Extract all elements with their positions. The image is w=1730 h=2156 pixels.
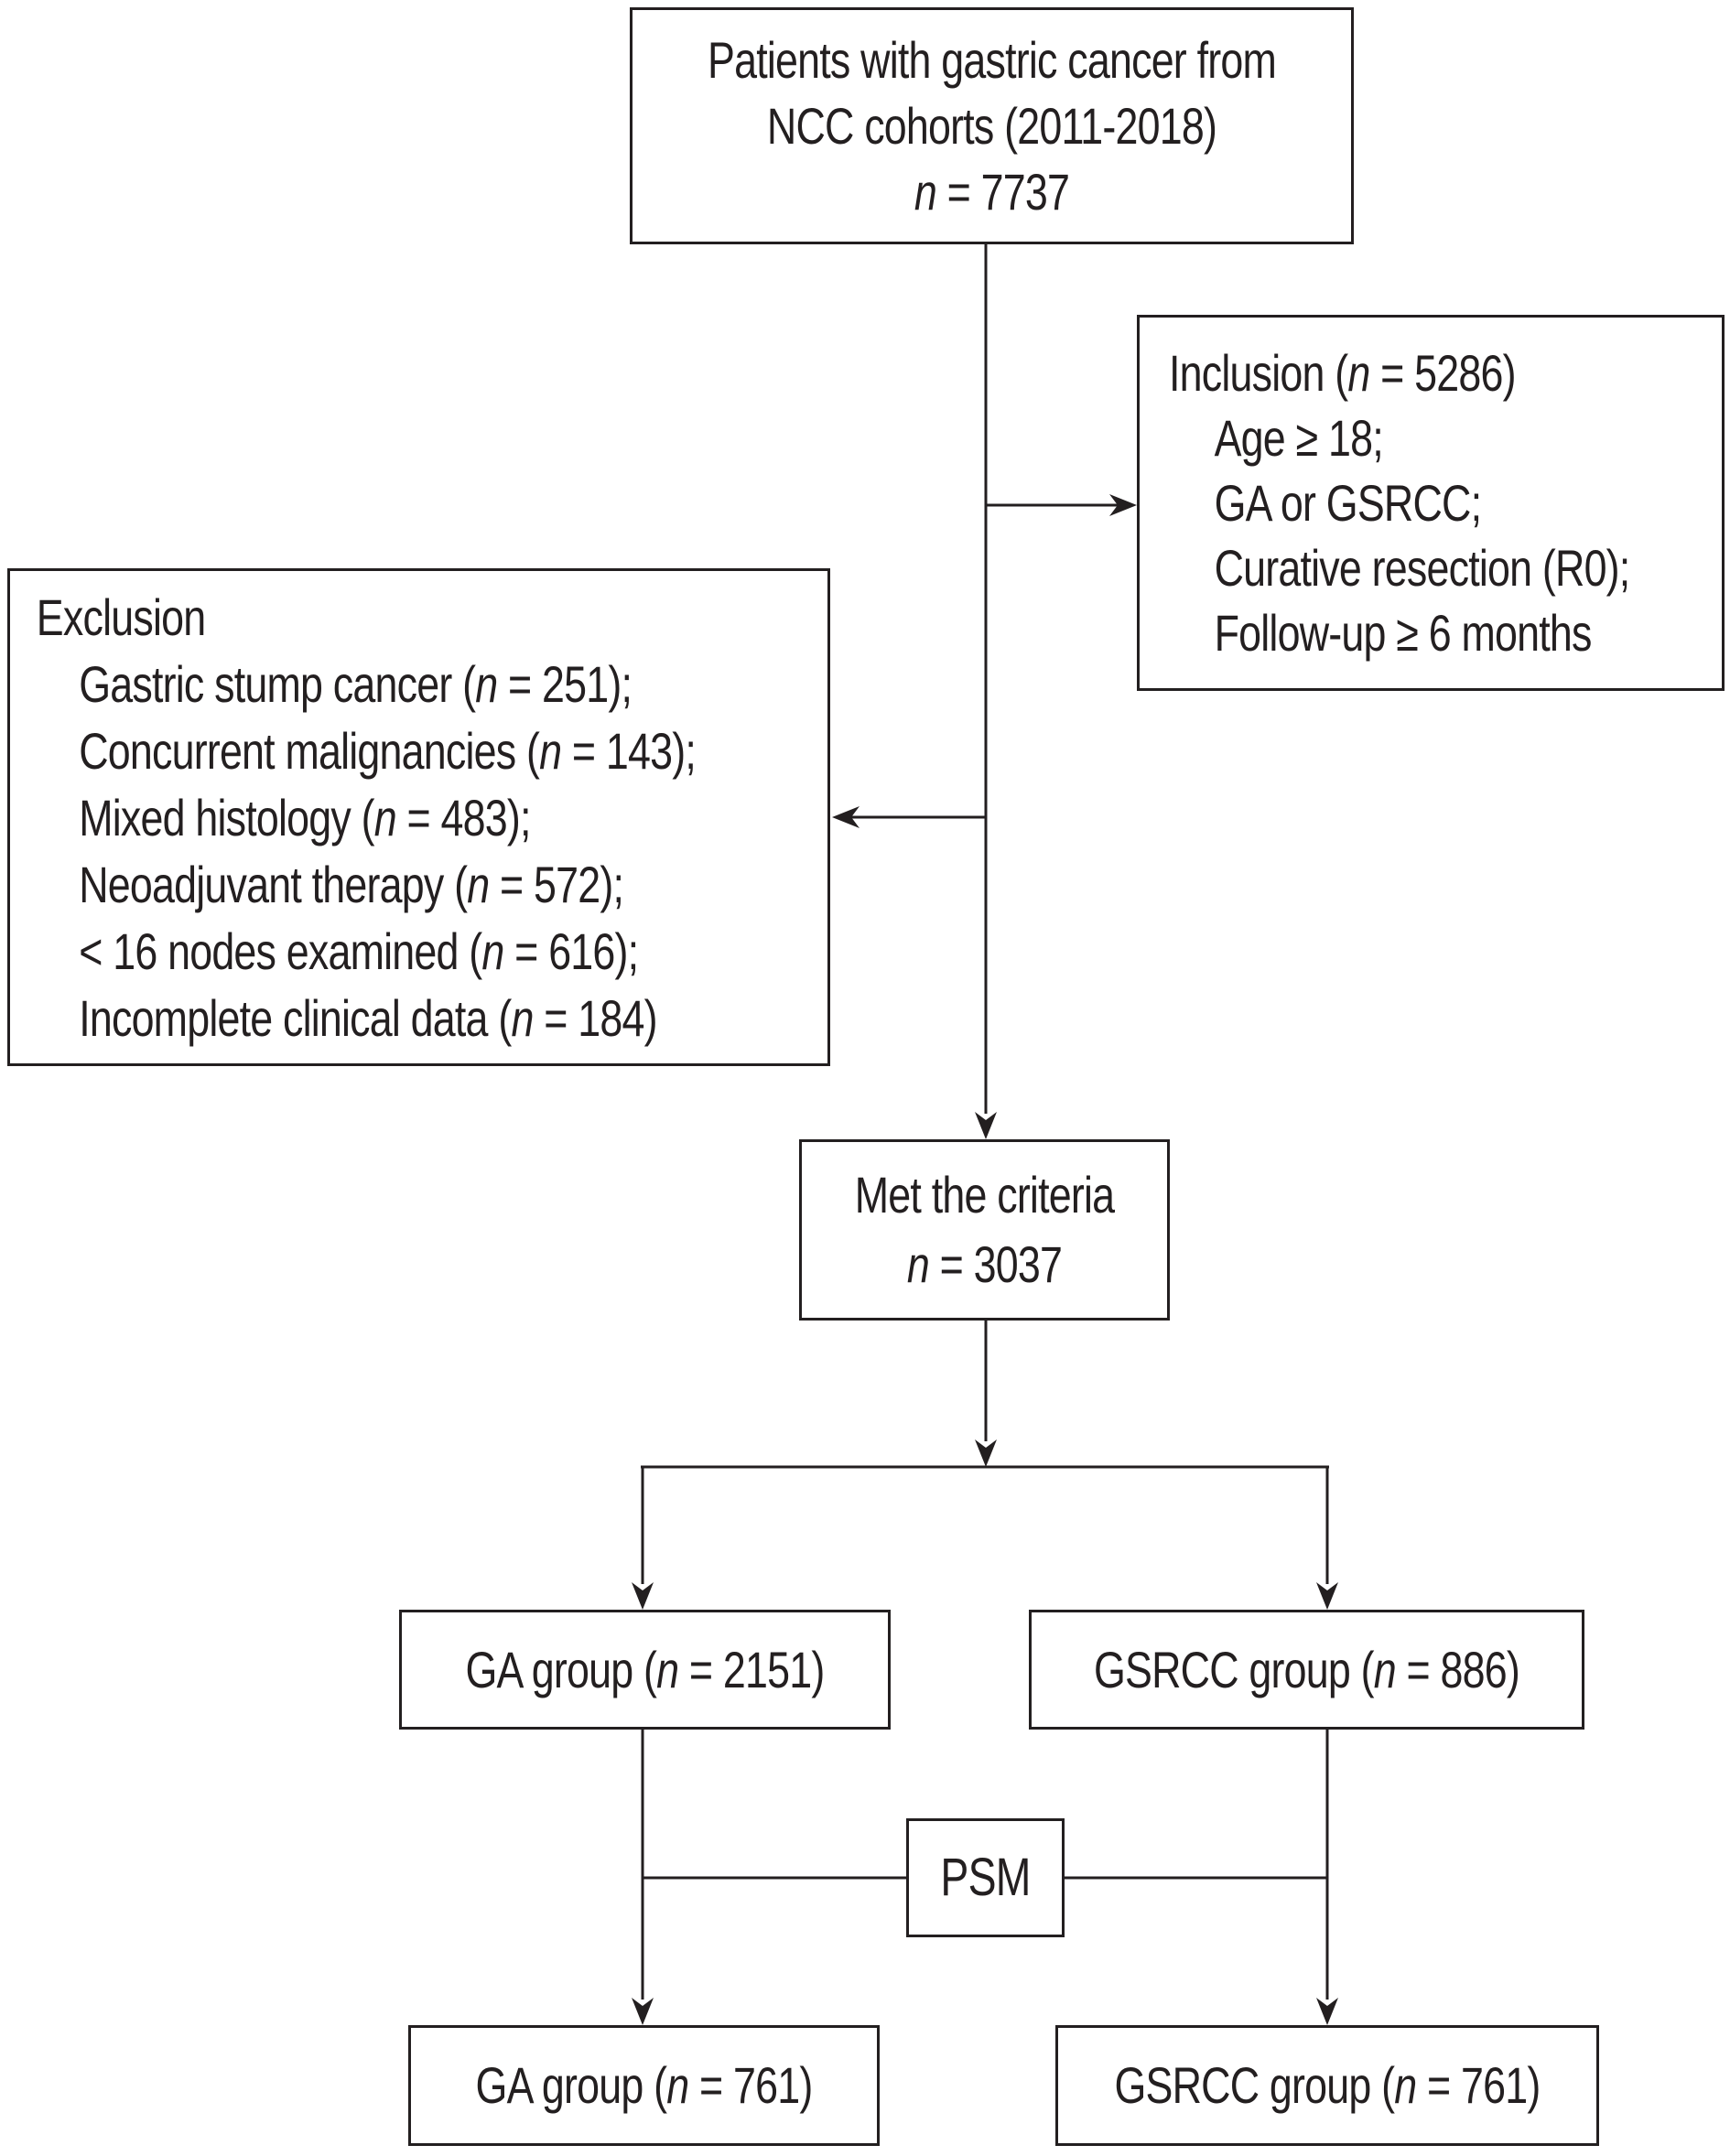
n-symbol: n [1373,1640,1397,1698]
inclusion-item: GA or GSRCC; [1214,474,1482,532]
psm-label: PSM [940,1848,1031,1907]
arrowhead-down-met-icon [975,1112,997,1139]
inclusion-item: Age ≥ 18; [1214,409,1384,467]
inclusion-title: Inclusion (n = 5286) [1169,344,1517,402]
arrowhead-down-gsrcc-matched-icon [1316,1998,1338,2025]
box-inclusion-criteria: Inclusion (n = 5286) Age ≥ 18; GA or GSR… [1137,315,1725,691]
arrowhead-down-split-icon [975,1439,997,1467]
gsrcc-group-pre-label: GSRCC group (n = 886) [1093,1640,1520,1698]
n-symbol: n [467,855,490,913]
arrowhead-down-ga-icon [632,1582,654,1610]
inclusion-item: Curative resection (R0); [1214,539,1631,597]
box-met-criteria: Met the criteria n = 3037 [799,1139,1170,1321]
box-ga-group-post-psm: GA group (n = 761) [408,2025,880,2146]
n-symbol: n [656,1640,679,1698]
exclusion-item: Incomplete clinical data (n = 184) [79,988,657,1047]
box-gsrcc-group-pre-psm: GSRCC group (n = 886) [1029,1610,1584,1730]
n-symbol: n [1394,2056,1417,2114]
exclusion-title: Exclusion [36,588,206,646]
met-criteria-line: Met the criteria [854,1166,1115,1224]
source-line-2: NCC cohorts (2011-2018) [766,96,1217,155]
box-exclusion-criteria: Exclusion Gastric stump cancer (n = 251)… [7,568,830,1066]
n-symbol: n [906,1235,930,1293]
source-count-line: n = 7737 [914,162,1070,221]
ga-group-post-label: GA group (n = 761) [475,2056,814,2114]
arrowhead-left-exclusion-icon [832,806,860,828]
gsrcc-group-post-label: GSRCC group (n = 761) [1114,2056,1541,2114]
met-criteria-count: n = 3037 [906,1235,1063,1293]
source-line-1: Patients with gastric cancer from [708,30,1277,89]
exclusion-item: Concurrent malignancies (n = 143); [79,721,697,780]
box-ga-group-pre-psm: GA group (n = 2151) [399,1610,891,1730]
exclusion-item: Mixed histology (n = 483); [79,788,531,846]
n-symbol: n [475,654,498,713]
n-symbol: n [539,721,562,780]
ga-group-pre-label: GA group (n = 2151) [465,1640,825,1698]
n-symbol: n [373,788,397,846]
exclusion-item: < 16 nodes examined (n = 616); [79,922,639,980]
box-source-population: Patients with gastric cancer from NCC co… [630,7,1354,244]
inclusion-item: Follow-up ≥ 6 months [1214,604,1593,662]
n-symbol: n [666,2056,689,2114]
box-gsrcc-group-post-psm: GSRCC group (n = 761) [1055,2025,1599,2146]
n-symbol: n [914,162,937,221]
arrowhead-down-gsrcc-icon [1316,1582,1338,1610]
box-psm: PSM [906,1818,1065,1937]
n-symbol: n [1347,344,1370,402]
arrowhead-right-inclusion-icon [1109,494,1137,516]
exclusion-item: Gastric stump cancer (n = 251); [79,654,633,713]
n-symbol: n [511,988,534,1047]
arrowhead-down-ga-matched-icon [632,1998,654,2025]
exclusion-item: Neoadjuvant therapy (n = 572); [79,855,624,913]
n-symbol: n [481,922,504,980]
